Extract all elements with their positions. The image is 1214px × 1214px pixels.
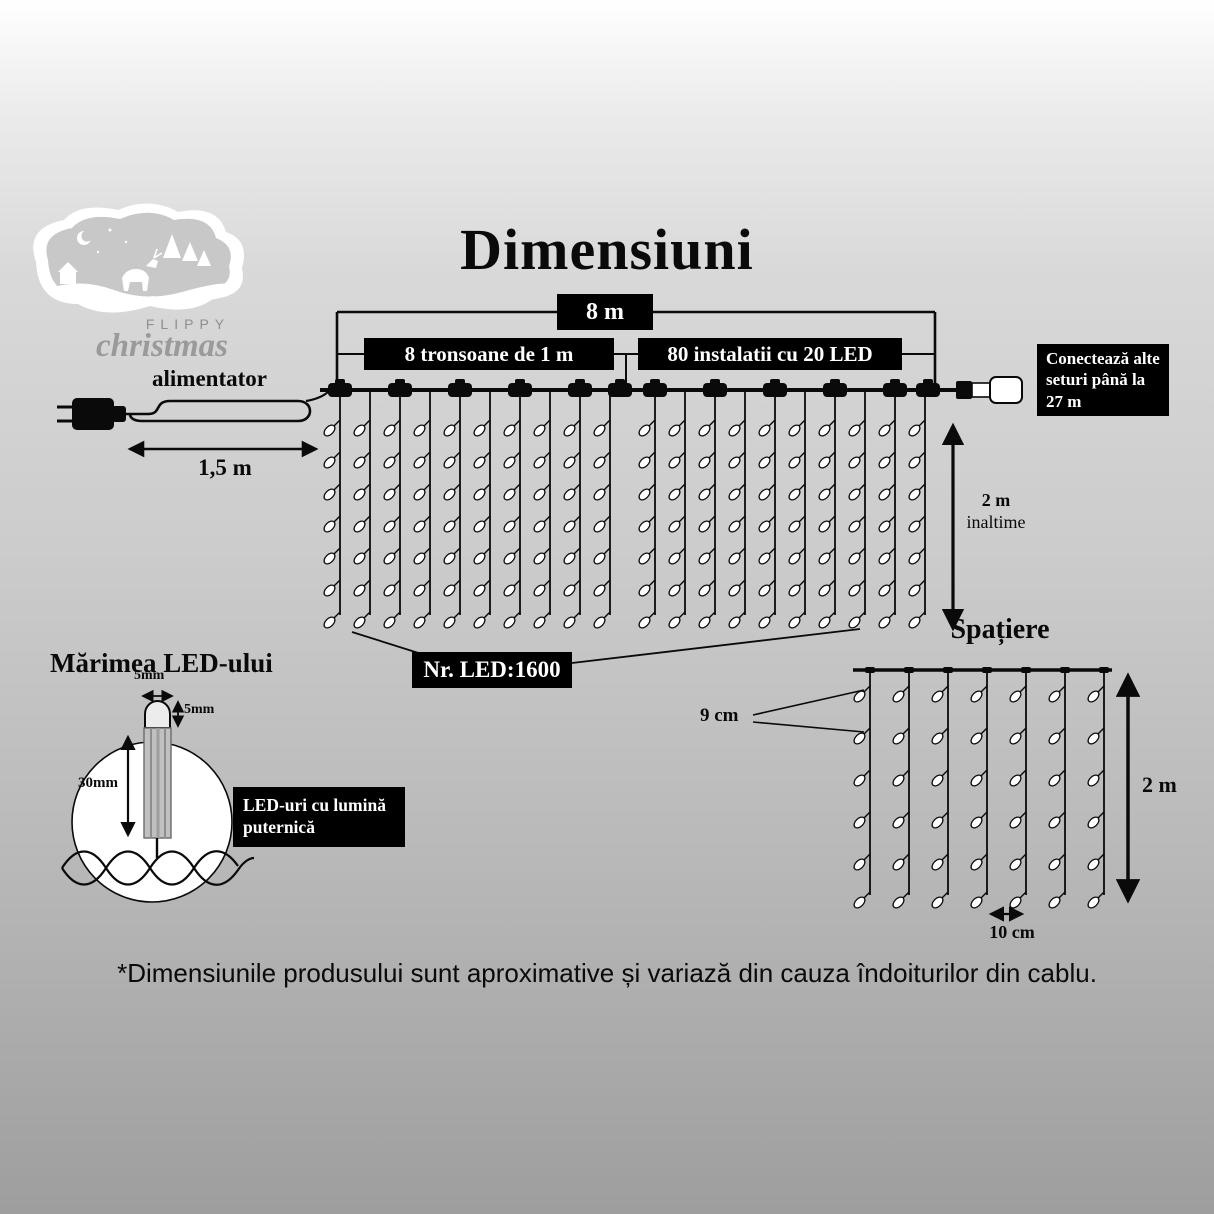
height-value: 2 m [981, 490, 1011, 510]
spacing-height-label: 2 m [1142, 772, 1177, 797]
spacing-pointer-lines [752, 689, 865, 733]
led-count-label: Nr. LED:1600 [412, 652, 572, 688]
cable-length-label: 1,5 m [198, 455, 252, 480]
height-label: 2 m inaltime [958, 490, 1034, 533]
curtain-right-group [637, 390, 925, 630]
led-cap [144, 700, 171, 729]
logo-illustration [33, 203, 244, 313]
led-cap-height-label: 5mm [184, 702, 215, 717]
led-body-height-label: 30mm [78, 775, 118, 791]
spacing-vertical-gap-label: 9 cm [700, 705, 739, 726]
curtain-left-group [322, 390, 610, 630]
installations-label: 80 instalatii cu 20 LED [638, 338, 902, 370]
footnote-text: *Dimensiunile produsului sunt aproximati… [117, 958, 1097, 988]
page-title: Dimensiuni [460, 217, 754, 282]
end-connector [938, 376, 1023, 404]
sections-label: 8 tronsoane de 1 m [364, 338, 614, 370]
twisted-wire [61, 850, 255, 886]
power-adapter [57, 390, 330, 430]
logo-brand-text: FLIPPY [145, 316, 231, 332]
power-supply-label: alimentator [152, 366, 267, 391]
led-size-title: Mărimea LED-ului [50, 648, 273, 678]
total-width-label: 8 m [557, 294, 653, 330]
led-cap-width-label: 5mm [134, 668, 165, 683]
connect-note-label: Conectează alte seturi până la 27 m [1037, 344, 1169, 416]
height-word: inaltime [966, 511, 1026, 532]
led-note-label: LED-uri cu lumină puternică [233, 787, 405, 847]
mini-curtain [852, 667, 1112, 910]
logo-brand-script: christmas [95, 328, 229, 364]
spacing-title: Spațiere [950, 614, 1050, 645]
led-magnifier [71, 689, 233, 903]
spacing-horizontal-gap-label: 10 cm [989, 922, 1035, 942]
